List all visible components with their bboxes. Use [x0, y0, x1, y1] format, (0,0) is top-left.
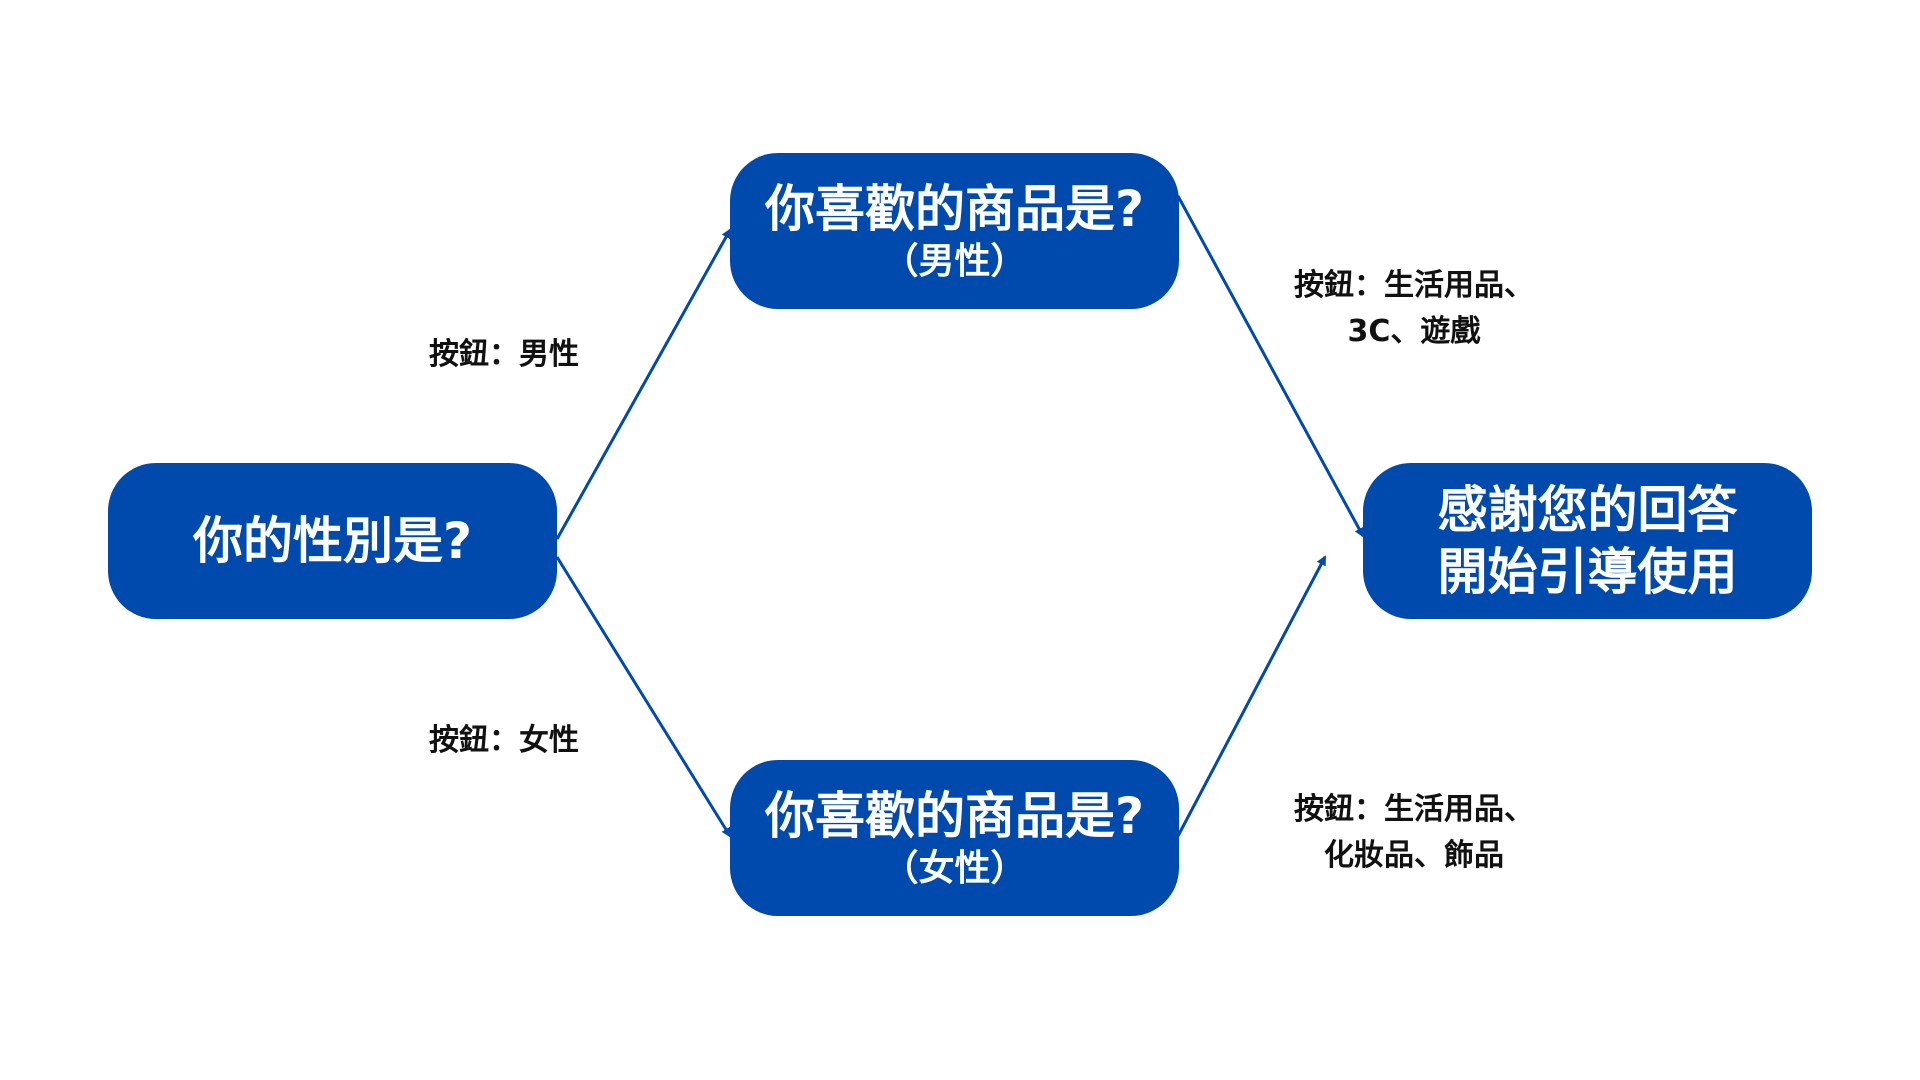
edge-label-female-options: 按鈕：生活用品、 化妝品、飾品 [1294, 787, 1534, 879]
edge-male-to-thanks [1176, 195, 1365, 538]
edge-label-female: 按鈕：女性 [429, 723, 579, 758]
node-title: 你喜歡的商品是? [764, 180, 1144, 238]
label-line2: 化妝品、飾品 [1324, 838, 1504, 873]
node-subtitle: （女性） [882, 848, 1027, 889]
node-gender-question: 你的性別是? [108, 463, 557, 619]
label-line2: 3C、遊戲 [1347, 314, 1481, 349]
node-line2: 開始引導使用 [1437, 543, 1738, 601]
edge-label-male-options: 按鈕：生活用品、 3C、遊戲 [1294, 263, 1534, 355]
label-line1: 按鈕：生活用品、 [1294, 268, 1534, 303]
node-line1: 感謝您的回答 [1437, 481, 1738, 539]
node-thanks: 感謝您的回答 開始引導使用 [1363, 463, 1812, 619]
node-subtitle: （男性） [882, 241, 1027, 282]
node-female-product-question: 你喜歡的商品是? （女性） [730, 760, 1179, 916]
node-title: 你喜歡的商品是? [764, 787, 1144, 845]
node-male-product-question: 你喜歡的商品是? （男性） [730, 153, 1179, 309]
edge-female-to-thanks [1176, 555, 1327, 837]
label-line1: 按鈕：生活用品、 [1294, 792, 1534, 827]
node-title: 你的性別是? [192, 512, 472, 570]
edge-label-male: 按鈕：男性 [429, 337, 579, 372]
edge-gender-to-male [555, 228, 732, 540]
edge-gender-to-female [555, 556, 732, 838]
